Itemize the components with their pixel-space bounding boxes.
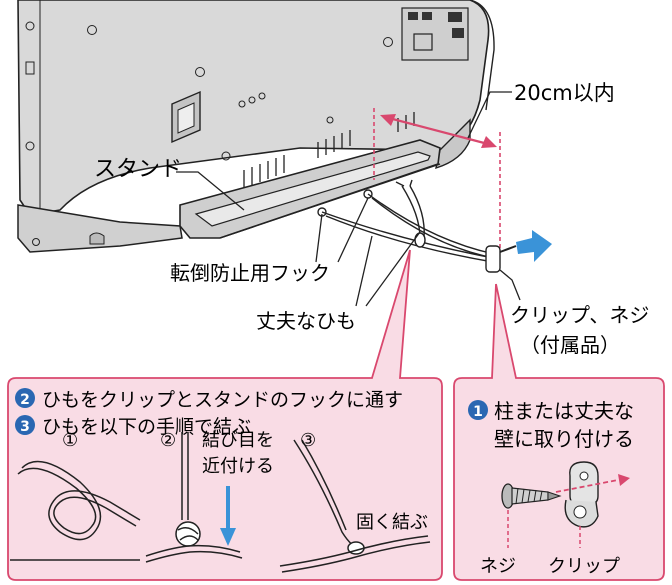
step1-text-line1: 柱または丈夫な — [494, 399, 634, 423]
tv-back-panel — [17, 0, 495, 253]
step1-text-line2: 壁に取り付ける — [494, 427, 634, 451]
tighten-text-line1: 結び目を — [202, 430, 274, 451]
knot-step-3-illustration — [279, 439, 431, 573]
step3-number: 3 — [20, 419, 30, 435]
tighten-text-line2: 近付ける — [202, 456, 274, 477]
tighten-arrow-icon — [220, 528, 236, 546]
step2-text: ひもをクリップとスタンドのフックに通す — [42, 389, 403, 411]
distance-label: 20cm以内 — [514, 81, 615, 105]
clip-on-cord — [485, 245, 517, 273]
tie-firmly-text: 固く結ぶ — [356, 512, 428, 533]
cord-label: 丈夫なひも — [256, 309, 356, 333]
knot-step-1-illustration — [10, 460, 141, 561]
distance-indicator — [373, 91, 512, 250]
step3-text: ひもを以下の手順で結ぶ — [42, 416, 251, 438]
pull-arrow-icon — [516, 230, 552, 262]
clip-label: クリップ — [548, 556, 620, 577]
clip-screw-label: クリップ、ネジ — [510, 303, 649, 327]
stand — [179, 139, 441, 239]
accessory-label: （付属品） — [520, 333, 620, 357]
knot-step-3-label: ③ — [300, 430, 316, 451]
knot-step-2-label: ② — [160, 430, 176, 451]
callout-leaders — [176, 171, 521, 307]
screw-label: ネジ — [480, 556, 516, 577]
step2-number: 2 — [20, 392, 30, 408]
stand-label: スタンド — [94, 157, 182, 182]
knot-instruction-panel: 2 ひもをクリップとスタンドのフックに通す 3 ひもを以下の手順で結ぶ ① ② … — [7, 249, 443, 581]
hook-label: 転倒防止用フック — [170, 261, 330, 285]
knot-step-1-label: ① — [62, 430, 78, 451]
clip-icon — [564, 461, 599, 528]
wall-mount-panel: 1 柱または丈夫な 壁に取り付ける ネジ クリップ — [453, 283, 665, 581]
knot-step-2-illustration — [145, 432, 243, 563]
vent-slots — [243, 112, 415, 188]
screw-icon — [501, 483, 562, 509]
step1-number: 1 — [473, 404, 483, 420]
